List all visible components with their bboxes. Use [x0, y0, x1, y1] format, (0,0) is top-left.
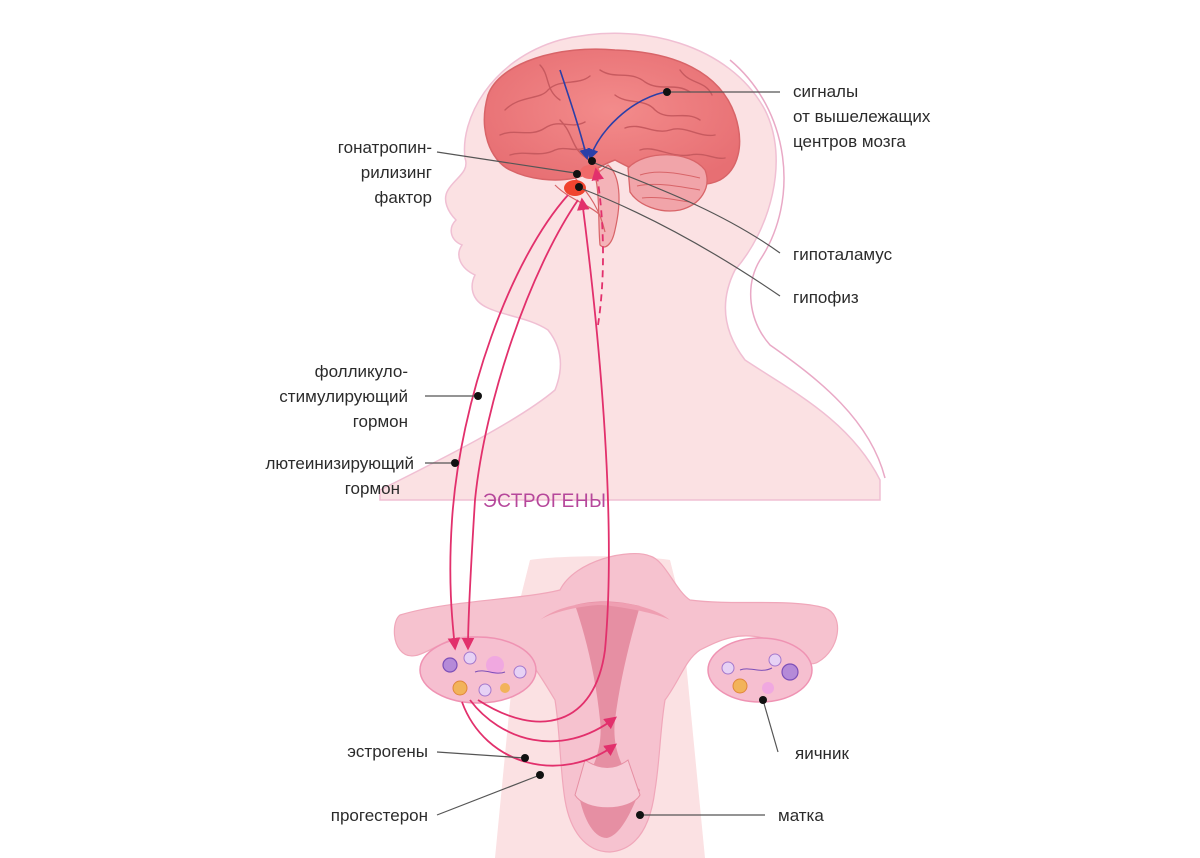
reproductive-organs [393, 553, 839, 853]
label-fsh-3: гормон [353, 412, 408, 431]
label-gnrh-3: фактор [374, 188, 432, 207]
label-estrogens-center: ЭСТРОГЕНЫ [483, 491, 606, 512]
upper-signal-arrows [559, 69, 666, 161]
label-estrogens: эстрогены [347, 742, 428, 761]
label-ovary: яичник [795, 744, 849, 763]
pointer-lines [425, 91, 781, 816]
pointer-dots [451, 88, 767, 819]
label-hypothalamus: гипоталамус [793, 245, 893, 264]
right-ovary [707, 637, 813, 703]
label-gnrh-2: рилизинг [361, 163, 432, 182]
fsh-arrow [461, 199, 579, 651]
uterus-fundus [540, 602, 670, 620]
label-upper-signals-3: центров мозга [793, 132, 906, 151]
label-progesterone: прогестерон [331, 806, 428, 825]
label-fsh-1: фолликуло- [315, 362, 408, 381]
labels: сигналы от вышележащих центров мозга гон… [265, 82, 930, 825]
label-lh-1: лютеинизирующий [265, 454, 414, 473]
cerebellum [627, 154, 708, 212]
label-upper-signals-1: сигналы [793, 82, 858, 101]
label-pituitary: гипофиз [793, 288, 859, 307]
estrogen-feedback-arrow [477, 197, 610, 723]
label-uterus: матка [778, 806, 824, 825]
label-fsh-2: стимулирующий [279, 387, 408, 406]
cervix [574, 759, 641, 809]
head-outline [729, 59, 886, 479]
brain [483, 48, 741, 248]
label-lh-2: гормон [345, 479, 400, 498]
label-upper-signals-2: от вышележащих [793, 107, 931, 126]
progesterone-to-uterus-arrow [461, 701, 618, 767]
lh-arrow [447, 194, 569, 651]
label-gnrh-1: гонатропин- [338, 138, 432, 157]
hormone-arrows [447, 167, 618, 767]
estrogens-to-uterus-arrow [469, 699, 618, 743]
brainstem [594, 164, 620, 248]
dashed-feedback-arrow [591, 167, 604, 326]
left-ovary [419, 636, 537, 704]
